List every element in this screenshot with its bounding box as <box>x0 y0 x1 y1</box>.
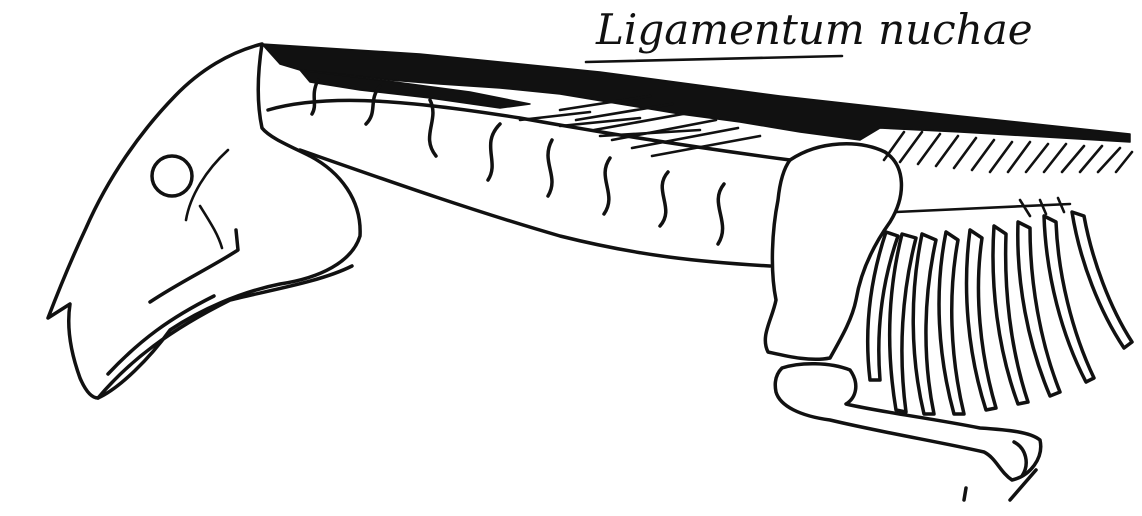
ligamentum-nuchae-label: Ligamentum nuchae <box>595 5 1033 54</box>
mandible-inner <box>108 296 214 374</box>
cervical-vertebra-joint <box>660 172 668 226</box>
elbow-joint <box>1014 442 1026 476</box>
cervical-vertebra-joint <box>604 158 610 214</box>
teeth-line <box>150 230 238 302</box>
thoracic-vertebrae <box>896 198 1070 216</box>
ribs <box>868 212 1132 414</box>
label-leader-line <box>586 56 842 62</box>
humerus <box>775 364 1040 480</box>
cervical-vertebra-joint <box>488 124 500 180</box>
cervical-vertebra-joint <box>718 184 724 244</box>
cervical-vertebra-joint <box>548 140 552 196</box>
cervical-vertebra-joint <box>312 80 318 114</box>
neck-lower-contour <box>300 150 770 266</box>
eye-orbit <box>152 156 192 196</box>
facial-crest <box>186 150 228 220</box>
zygomatic-arch <box>200 206 222 248</box>
cervical-vertebra-joint <box>430 100 436 156</box>
mandible-line <box>98 266 352 398</box>
